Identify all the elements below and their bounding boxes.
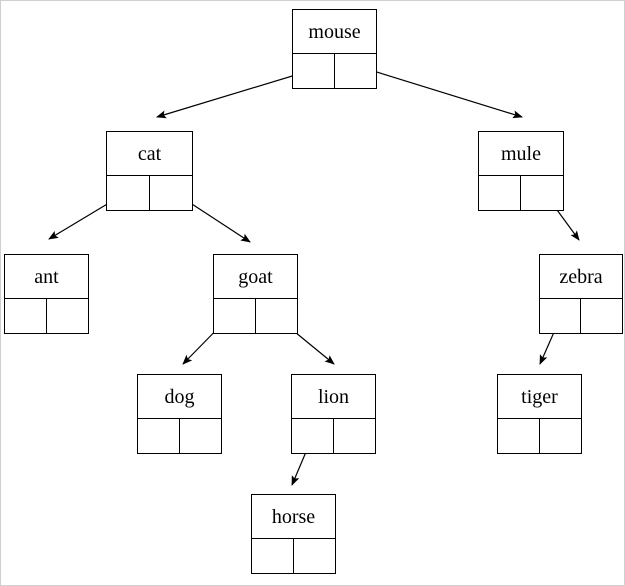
node-right-pointer-cell[interactable] bbox=[150, 176, 193, 210]
node-pointer-cells bbox=[479, 176, 563, 210]
node-left-pointer-cell[interactable] bbox=[479, 176, 521, 210]
tree-node-dog[interactable]: dog bbox=[137, 374, 222, 454]
node-right-pointer-cell[interactable] bbox=[334, 419, 376, 453]
tree-node-lion[interactable]: lion bbox=[291, 374, 376, 454]
node-pointer-cells bbox=[293, 54, 376, 88]
node-left-pointer-cell[interactable] bbox=[498, 419, 540, 453]
node-pointer-cells bbox=[252, 539, 335, 573]
tree-node-zebra[interactable]: zebra bbox=[539, 254, 623, 334]
edge-mouse-to-mule bbox=[353, 64, 523, 119]
node-right-pointer-cell[interactable] bbox=[521, 176, 563, 210]
tree-node-mule[interactable]: mule bbox=[478, 131, 564, 211]
node-label: zebra bbox=[540, 255, 622, 299]
node-left-pointer-cell[interactable] bbox=[5, 299, 47, 333]
node-left-pointer-cell[interactable] bbox=[292, 419, 334, 453]
node-pointer-cells bbox=[5, 299, 88, 333]
node-label: ant bbox=[5, 255, 88, 299]
node-label: lion bbox=[292, 375, 375, 419]
node-pointer-cells bbox=[540, 299, 622, 333]
node-pointer-cells bbox=[498, 419, 581, 453]
node-pointer-cells bbox=[292, 419, 375, 453]
node-left-pointer-cell[interactable] bbox=[107, 176, 150, 210]
tree-node-horse[interactable]: horse bbox=[251, 494, 336, 574]
node-left-pointer-cell[interactable] bbox=[293, 54, 335, 88]
node-pointer-cells bbox=[214, 299, 297, 333]
node-left-pointer-cell[interactable] bbox=[138, 419, 180, 453]
node-label: dog bbox=[138, 375, 221, 419]
node-right-pointer-cell[interactable] bbox=[335, 54, 377, 88]
node-right-pointer-cell[interactable] bbox=[47, 299, 89, 333]
node-label: mouse bbox=[293, 10, 376, 54]
tree-node-cat[interactable]: cat bbox=[106, 131, 193, 211]
tree-node-ant[interactable]: ant bbox=[4, 254, 89, 334]
tree-node-tiger[interactable]: tiger bbox=[497, 374, 582, 454]
node-left-pointer-cell[interactable] bbox=[214, 299, 256, 333]
node-label: goat bbox=[214, 255, 297, 299]
node-right-pointer-cell[interactable] bbox=[294, 539, 336, 573]
node-right-pointer-cell[interactable] bbox=[256, 299, 298, 333]
node-label: horse bbox=[252, 495, 335, 539]
node-right-pointer-cell[interactable] bbox=[581, 299, 622, 333]
node-pointer-cells bbox=[107, 176, 192, 210]
edge-mouse-to-cat bbox=[156, 69, 313, 119]
node-right-pointer-cell[interactable] bbox=[180, 419, 222, 453]
node-left-pointer-cell[interactable] bbox=[540, 299, 581, 333]
node-label: tiger bbox=[498, 375, 581, 419]
node-label: cat bbox=[107, 132, 192, 176]
tree-node-mouse[interactable]: mouse bbox=[292, 9, 377, 89]
node-right-pointer-cell[interactable] bbox=[540, 419, 582, 453]
node-left-pointer-cell[interactable] bbox=[252, 539, 294, 573]
node-pointer-cells bbox=[138, 419, 221, 453]
node-label: mule bbox=[479, 132, 563, 176]
tree-node-goat[interactable]: goat bbox=[213, 254, 298, 334]
